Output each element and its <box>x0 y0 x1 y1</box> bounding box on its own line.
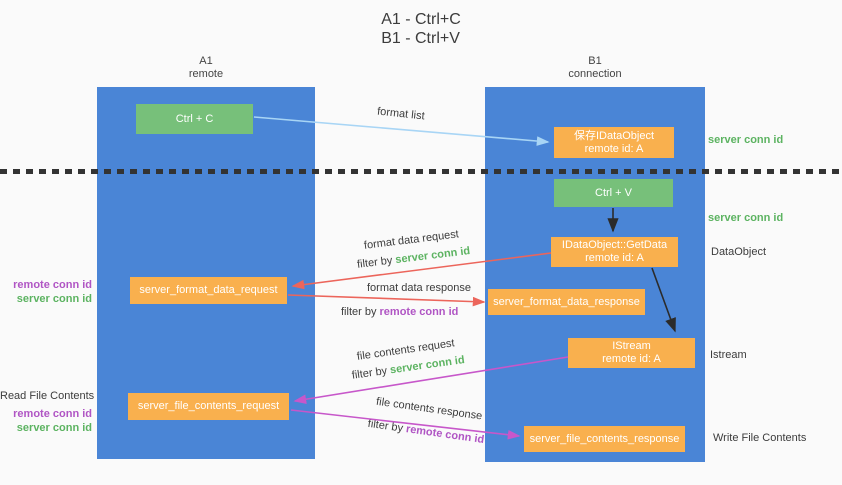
node-save-dataobject-line2: remote id: A <box>584 142 644 155</box>
node-getdata-line1: IDataObject::GetData <box>561 239 668 251</box>
node-format-request-label: server_format_data_request <box>139 284 278 296</box>
node-format-request: server_format_data_request <box>130 277 287 304</box>
annotation-istream: Istream <box>710 349 747 361</box>
arrow-format-data-response <box>287 294 486 307</box>
annotation-remote-conn-id-2: remote conn id <box>13 408 92 420</box>
arrow-label-format-data-response-filter: filter by remote conn id <box>341 305 458 319</box>
arrow-label-format-data-response: format data response <box>367 282 471 294</box>
node-istream-line2: remote id: A <box>602 353 661 365</box>
lane-a1-header: A1 remote <box>97 55 315 81</box>
node-save-dataobject: 保存IDataObject remote id: A <box>554 127 674 158</box>
lane-b1-subtitle: connection <box>568 68 622 80</box>
annotation-write-file-contents: Write File Contents <box>713 432 807 444</box>
arrow-label-file-contents-request: file contents request filter by server c… <box>330 331 484 388</box>
annotation-server-conn-id-1: server conn id <box>16 293 92 305</box>
node-ctrl-v-label: Ctrl + V <box>595 186 632 199</box>
node-istream: IStream remote id: A <box>568 338 695 368</box>
title-line-2: B1 - Ctrl+V <box>381 30 460 47</box>
filter-prefix: filter by <box>351 364 391 382</box>
node-file-response-label: server_file_contents_response <box>529 432 680 445</box>
node-ctrl-c: Ctrl + C <box>136 104 253 134</box>
lane-a1-title: A1 <box>199 55 213 67</box>
filter-prefix: filter by <box>356 254 397 271</box>
node-istream-line1: IStream <box>612 340 651 352</box>
lane-a1-subtitle: remote <box>188 68 224 80</box>
node-format-response-label: server_format_data_response <box>493 295 640 308</box>
arrow-label-file-contents-response: file contents response filter by remote … <box>348 387 508 454</box>
annotation-server-conn-id-2: server conn id <box>16 422 92 434</box>
annotation-remote-conn-id-1: remote conn id <box>13 279 92 291</box>
arrow-label-format-list: format list <box>376 105 426 123</box>
annotation-read-file-contents: Read File Contents <box>0 390 95 402</box>
filter-prefix: filter by <box>341 306 380 318</box>
filter-key-remote-conn-id: remote conn id <box>379 306 459 318</box>
filter-prefix: filter by <box>367 417 407 436</box>
annotation-server-conn-id-top: server conn id <box>708 134 784 146</box>
node-save-dataobject-line1: 保存IDataObject <box>573 129 655 142</box>
node-file-request-label: server_file_contents_request <box>137 400 280 412</box>
lane-b1-title: B1 <box>588 55 602 67</box>
diagram-title: A1 - Ctrl+C B1 - Ctrl+V <box>0 10 842 48</box>
node-format-response: server_format_data_response <box>488 289 645 315</box>
node-getdata: IDataObject::GetData remote id: A <box>551 237 678 267</box>
dotted-separator <box>0 169 842 174</box>
annotation-dataobject: DataObject <box>711 246 767 258</box>
annotation-server-conn-id-mid: server conn id <box>708 212 784 224</box>
node-file-response: server_file_contents_response <box>524 426 685 452</box>
node-ctrl-v: Ctrl + V <box>554 179 673 207</box>
filter-key-remote-conn-id: remote conn id <box>405 423 485 447</box>
node-getdata-line2: remote id: A <box>585 252 644 264</box>
node-file-request: server_file_contents_request <box>128 393 289 420</box>
title-line-1: A1 - Ctrl+C <box>381 11 461 28</box>
node-ctrl-c-label: Ctrl + C <box>175 112 214 125</box>
lane-b1-header: B1 connection <box>485 55 705 81</box>
arrow-label-format-data-request: format data request filter by server con… <box>333 222 491 277</box>
